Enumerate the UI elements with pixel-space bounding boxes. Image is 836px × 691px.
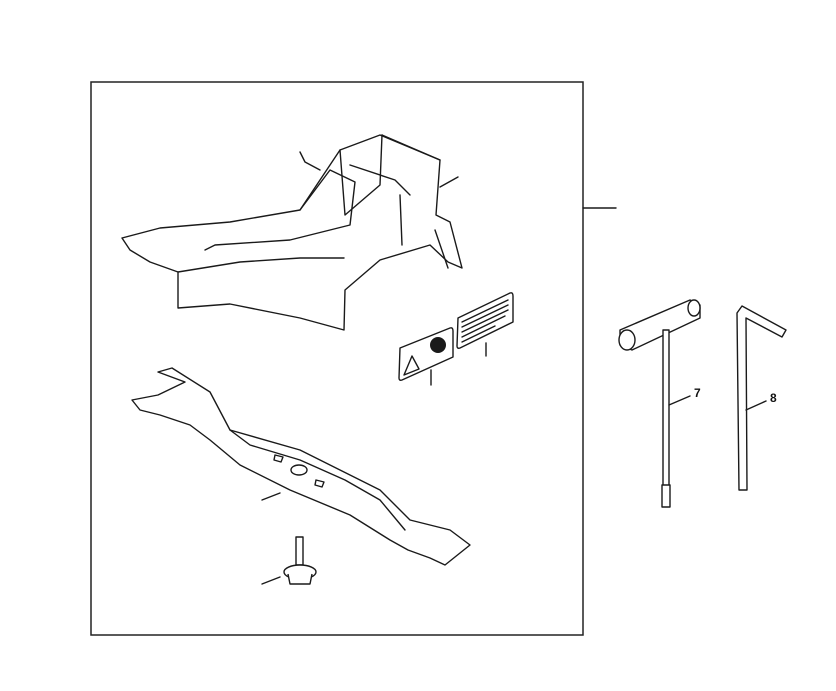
- hex-key-leader: [745, 400, 767, 411]
- bolt-leader-line: [261, 576, 281, 585]
- mower-blade: [131, 367, 471, 566]
- mulch-plug: [121, 134, 463, 331]
- warning-decal: [398, 327, 454, 381]
- blade-leader-line: [261, 492, 281, 501]
- blade-bolt: [283, 536, 317, 585]
- instruction-decal: [456, 292, 514, 349]
- kit-frame: [90, 81, 584, 636]
- plug-leader-line: [439, 176, 459, 188]
- socket-wrench: [618, 299, 701, 508]
- callout-8: 8: [770, 391, 777, 405]
- callout-7: 7: [694, 386, 701, 400]
- hex-key: [736, 305, 787, 491]
- socket-wrench-leader: [668, 395, 691, 406]
